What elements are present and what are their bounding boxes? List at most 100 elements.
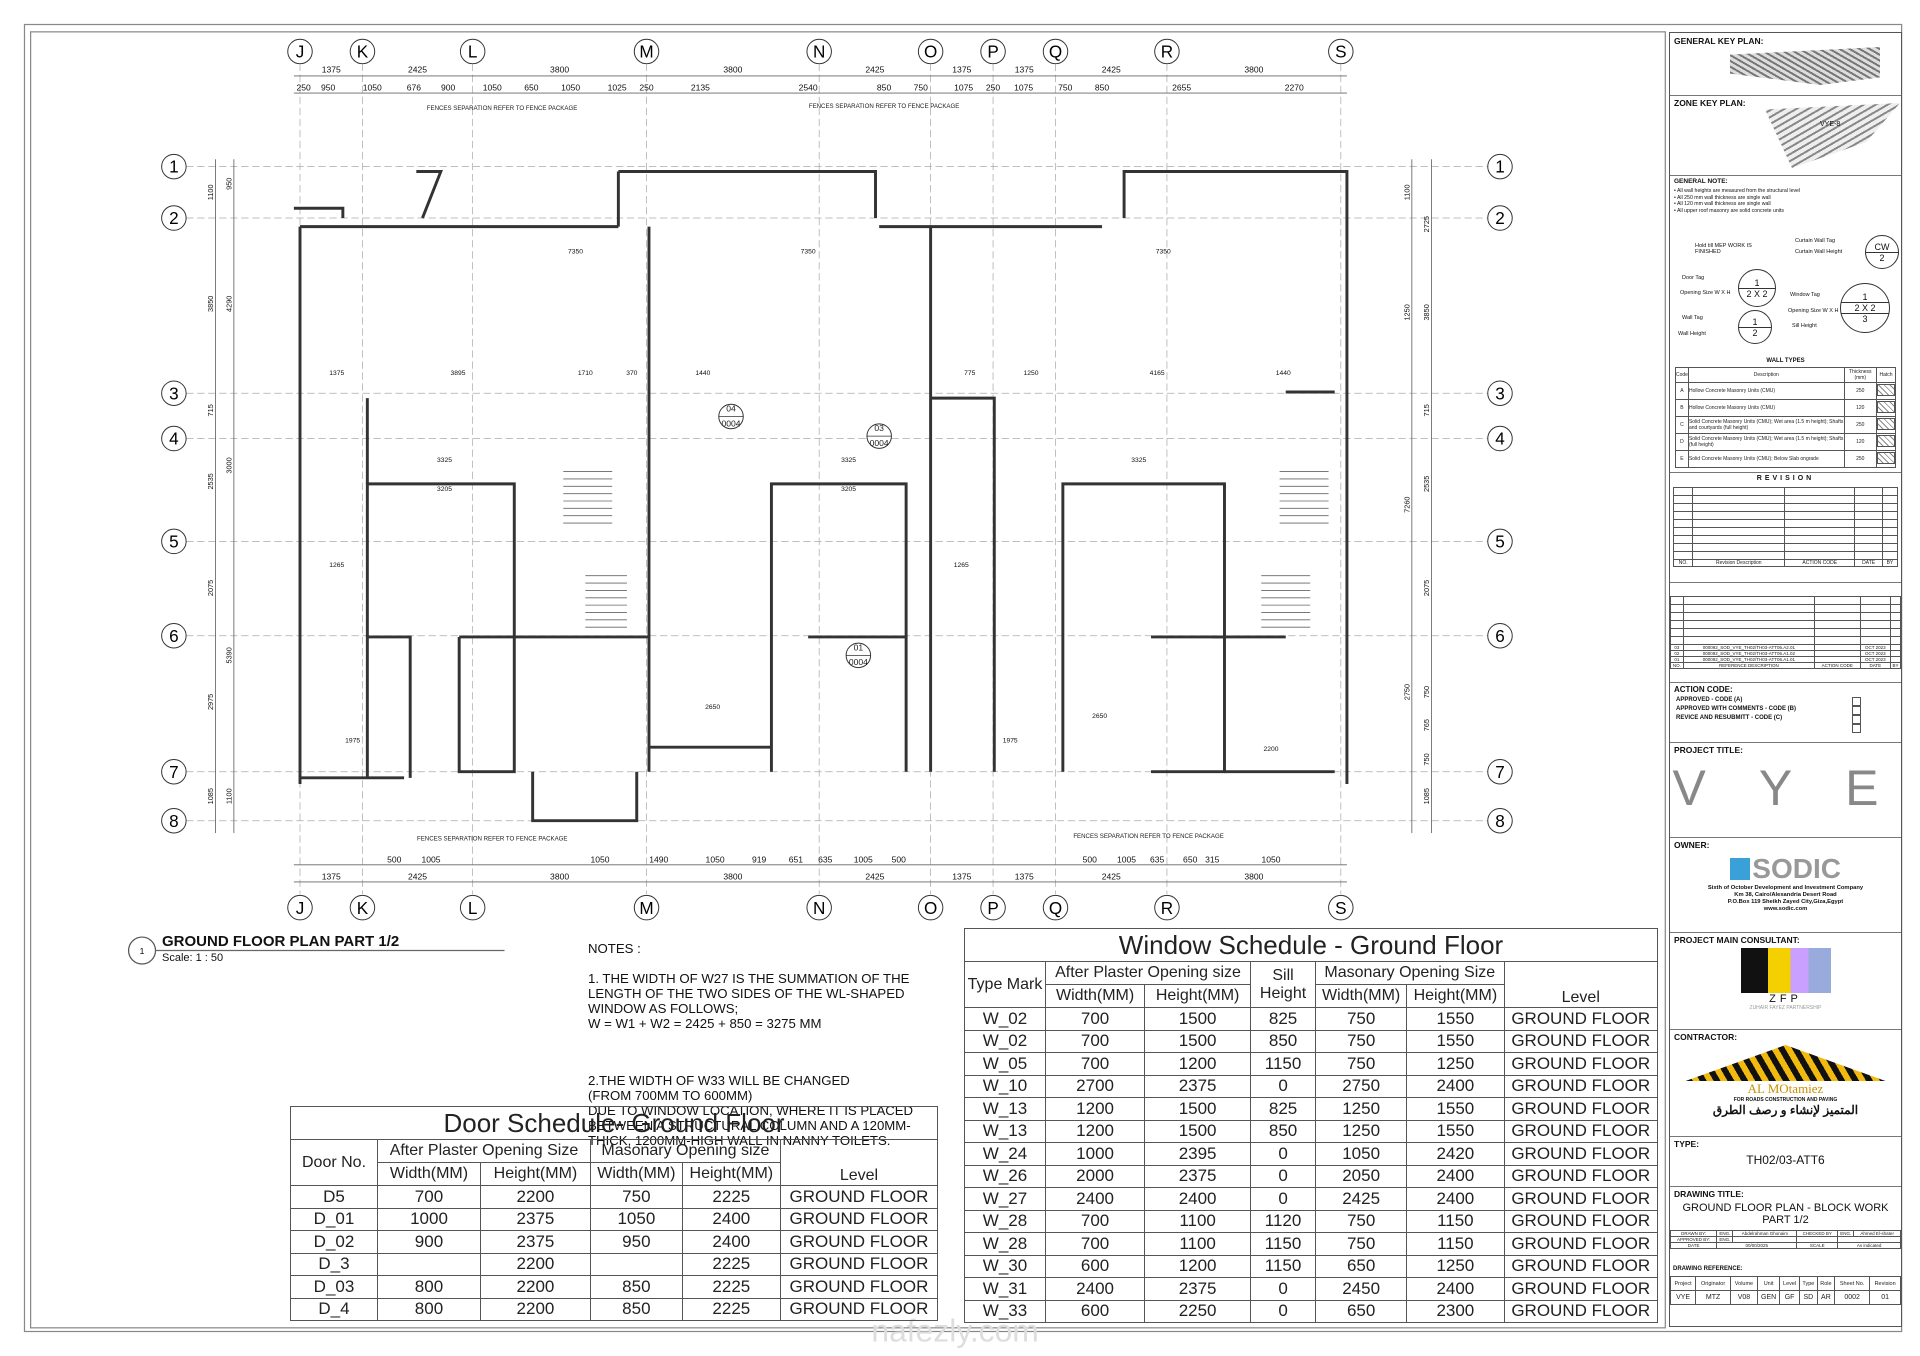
- cell: W_31: [964, 1277, 1046, 1301]
- action-code-checkbox[interactable]: [1852, 706, 1861, 715]
- grid-bubble-1: [1487, 153, 1513, 180]
- action-code-item: APPROVED - CODE (A): [1676, 697, 1901, 706]
- cell: 600: [1044, 1299, 1146, 1323]
- grid-label-P: P: [987, 42, 998, 62]
- grid-bubble-2: [1487, 205, 1513, 231]
- after-plaster-header: After Plaster Opening size: [1044, 961, 1252, 985]
- dimension-top-detail: 1075: [1014, 83, 1033, 93]
- cell: 1250: [1315, 1119, 1408, 1143]
- dimension-top-detail: 676: [407, 83, 422, 93]
- action-code-label: REVICE AND RESUBMITT - CODE (C): [1676, 715, 1783, 721]
- cell: 250: [1843, 382, 1877, 400]
- cell: 250: [1843, 450, 1877, 468]
- dimension-interior: 1265: [954, 562, 969, 569]
- dimension-top-detail: 250: [986, 83, 1001, 93]
- tag-text: 2: [1866, 251, 1898, 263]
- grid-label-J: J: [296, 42, 305, 62]
- dimension-interior: 370: [626, 370, 637, 377]
- type-section: TYPE: TH02/03-ATT6: [1670, 1136, 1901, 1187]
- wall-types-header: Thickness (mm): [1843, 367, 1877, 383]
- cell: GROUND FLOOR: [1503, 1097, 1659, 1121]
- reference-header: Project: [1669, 1276, 1697, 1291]
- grid-bubble-P: [980, 894, 1006, 921]
- dimension-top-detail: 900: [441, 83, 456, 93]
- tag-text: 3: [1841, 313, 1889, 324]
- cell: 2225: [681, 1275, 781, 1299]
- width-header: Width(MM): [1315, 984, 1408, 1008]
- cell: D_03: [290, 1275, 378, 1299]
- action-code-checkbox[interactable]: [1852, 724, 1861, 733]
- grid-bubble-N: [806, 894, 832, 921]
- wall-types-header: Code: [1675, 367, 1689, 383]
- dimension-left-outer: 1100: [206, 184, 215, 200]
- zone-key-plan-image: [1765, 103, 1900, 168]
- cell: 1000: [377, 1207, 481, 1231]
- grid-bubble-P: [980, 38, 1006, 65]
- dimension-top-overall: 1375: [1015, 64, 1034, 74]
- dimension-right-outer: 2535: [1422, 476, 1431, 492]
- fence-separation-note: FENCES SEPARATION REFER TO FENCE PACKAGE: [427, 105, 577, 112]
- cell: Solid Concrete Masonry Units (CMU); Belo…: [1687, 450, 1845, 468]
- contractor-arabic: المتميز لإنشاء و رصف الطرق: [1712, 1103, 1859, 1117]
- cell: 1050: [589, 1207, 683, 1231]
- action-code-checkbox[interactable]: [1852, 715, 1861, 724]
- cell: 1550: [1406, 1029, 1505, 1053]
- wall-types-title: WALL TYPES: [1766, 358, 1805, 364]
- level-header: Level: [1503, 961, 1659, 1008]
- cell: 1200: [1044, 1119, 1146, 1143]
- wall-types-header: Hatch: [1875, 367, 1897, 383]
- action-code-checkbox[interactable]: [1852, 697, 1861, 706]
- cell: 0: [1250, 1299, 1317, 1323]
- consultant-name: ZUHAIR FAYEZ PARTNERSHIP: [1749, 1005, 1822, 1011]
- cell: 750: [1315, 1209, 1408, 1233]
- reference-header: Role: [1816, 1276, 1835, 1291]
- width-header: Width(MM): [377, 1162, 481, 1186]
- grid-label-S: S: [1335, 898, 1346, 918]
- drawing-title: GROUND FLOOR PLAN - BLOCK WORK PART 1/2: [1682, 1202, 1889, 1226]
- grid-bubble-L: [459, 894, 486, 921]
- tag-text: 1: [1752, 316, 1758, 327]
- grid-label-6: 6: [169, 626, 179, 646]
- dimension-bottom-detail: 1490: [649, 854, 668, 864]
- dimension-interior: 7350: [801, 249, 816, 256]
- checked-by: Ahmed El-shater: [1853, 1230, 1901, 1237]
- cell: 2375: [479, 1207, 591, 1231]
- dimension-top-overall: 2425: [1102, 64, 1121, 74]
- dimension-bottom-detail: 635: [818, 854, 833, 864]
- general-key-plan-label: GENERAL KEY PLAN:: [1674, 36, 1764, 46]
- cell: GROUND FLOOR: [779, 1275, 939, 1299]
- cell: 700: [1044, 1232, 1146, 1256]
- cell: 850: [589, 1297, 683, 1321]
- cell: 2225: [681, 1252, 781, 1276]
- grid-label-8: 8: [169, 811, 179, 831]
- cell: B: [1675, 399, 1689, 417]
- cell: 2375: [1144, 1074, 1252, 1098]
- cell: C: [1675, 416, 1689, 434]
- grid-bubble-8: [1487, 807, 1513, 834]
- wall: [769, 482, 908, 637]
- dimension-right-outer: 750: [1422, 686, 1431, 698]
- cell: 2400: [1144, 1187, 1252, 1211]
- reference-header: Sheet No.: [1833, 1276, 1871, 1291]
- cell: 2400: [681, 1230, 781, 1254]
- grid-label-S: S: [1335, 42, 1346, 62]
- grid-bubble-J: [287, 38, 313, 65]
- cell: W_02: [964, 1029, 1046, 1053]
- grid-label-8: 8: [1495, 811, 1505, 831]
- wall: [457, 635, 516, 774]
- dimension-top-detail: 1050: [483, 83, 502, 93]
- plan-title: GROUND FLOOR PLAN PART 1/2: [162, 933, 400, 950]
- wall: [365, 635, 412, 778]
- cell: D: [1675, 433, 1689, 451]
